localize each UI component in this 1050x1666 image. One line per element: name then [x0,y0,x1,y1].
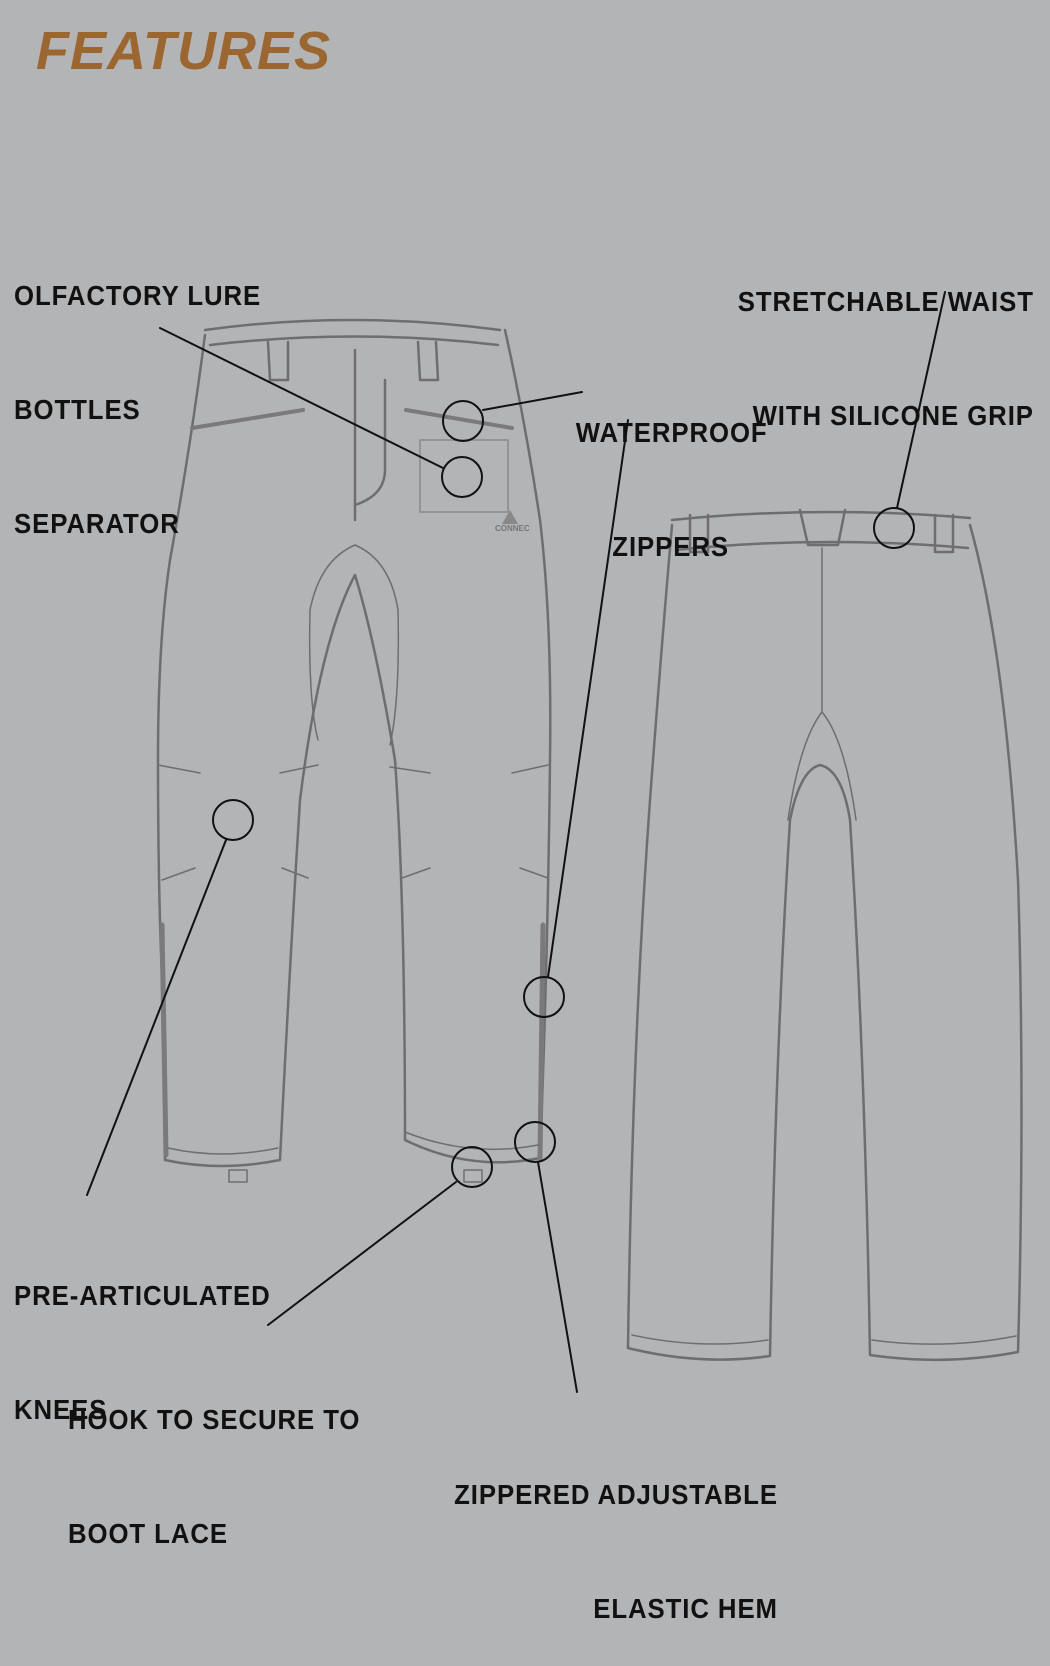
front-belt-loop-left [266,340,290,382]
marker-lure-bottles [441,456,483,498]
callout-waterproof-zippers: WATERPROOF ZIPPERS [576,338,768,604]
back-pants-outline [626,523,1023,1362]
leader-waterproof-zippers [482,391,583,411]
marker-waterproof-zipper-leg [523,976,565,1018]
callout-line: STRETCHABLE WAIST [737,286,1034,317]
callout-line: PRE-ARTICULATED [14,1280,271,1311]
front-knee-darts [157,764,549,881]
front-hook-right [463,1169,483,1183]
front-pants-drawing [156,318,552,1183]
callout-line: ZIPPERS [612,531,730,562]
callout-line: HOOK TO SECURE TO [68,1404,361,1435]
leader-lure-bottles [159,327,444,469]
back-center-seam [787,547,857,821]
marker-knees [212,799,254,841]
leader-hem [537,1161,578,1393]
callout-hook: HOOK TO SECURE TO BOOT LACE [68,1325,360,1591]
front-hook-left [228,1169,248,1183]
back-pants-drawing [626,508,1023,1362]
callout-line: WATERPROOF [576,417,768,448]
brand-logo-icon [502,510,518,524]
brand-logo-text: CONNEC [495,524,530,533]
back-belt-loop-left [688,513,710,554]
callout-knees: PRE-ARTICULATED KNEES [14,1201,271,1467]
callout-line: ELASTIC HEM [593,1593,778,1624]
front-belt-loop-right [416,340,440,382]
callout-line: WITH SILICONE GRIP [752,400,1034,431]
front-pants-outline [156,328,552,1168]
callout-line: ZIPPERED ADJUSTABLE [454,1479,778,1510]
callout-stretch-waist: STRETCHABLE WAIST WITH SILICONE GRIP [738,207,1034,473]
back-belt-loop-right [933,513,955,554]
front-hem-zipper-right [537,922,546,1161]
marker-stretch-waist [873,507,915,549]
pants-diagram [86,291,1023,1393]
front-fly [353,348,387,522]
front-pocket-right [404,408,514,430]
marker-hook [451,1146,493,1188]
back-yoke [798,508,847,547]
callout-line: SEPARATOR [14,508,180,539]
callout-line: KNEES [14,1394,108,1425]
leader-hook [267,1181,457,1326]
leader-knees [86,839,227,1196]
back-waistband [670,510,972,552]
back-hem-elastic [631,1334,1017,1345]
callout-line: BOTTLES [14,394,141,425]
callout-lure-bottles: OLFACTORY LURE BOTTLES SEPARATOR [14,201,261,581]
callout-hem: ZIPPERED ADJUSTABLE ELASTIC HEM [454,1400,778,1666]
callout-line: OLFACTORY LURE [14,280,262,311]
front-hem-elastic [167,1131,539,1155]
marker-waterproof-zipper-pocket [442,400,484,442]
front-crotch-panel [308,544,400,746]
front-cargo-pocket [419,439,509,513]
callout-markers [86,291,946,1393]
leader-stretch-waist [896,291,946,509]
marker-hem [514,1121,556,1163]
callout-line: BOOT LACE [68,1518,228,1549]
page-title: FEATURES [36,21,332,81]
front-waistband [203,318,502,347]
front-hem-zipper-left [159,922,169,1158]
leader-waterproof-zippers-leg [547,419,629,978]
front-pocket-left [190,408,305,430]
